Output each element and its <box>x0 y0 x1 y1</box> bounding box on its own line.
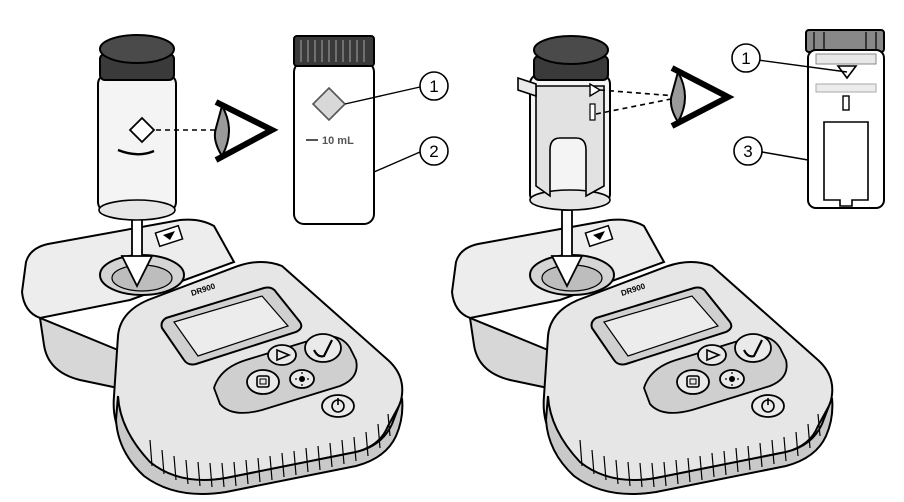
vial-detail: 10 mL <box>293 35 375 225</box>
arrow-icon <box>267 344 297 366</box>
callout-label-r1: 1 <box>741 49 750 68</box>
menu-icon <box>246 369 280 395</box>
power-icon <box>321 394 355 418</box>
adapter-detail <box>805 29 885 209</box>
arrow-icon <box>697 344 727 366</box>
power-icon <box>751 394 785 418</box>
colorimeter-device-right <box>451 218 834 495</box>
callout-leader-1 <box>344 86 421 105</box>
vial-with-adapter <box>517 35 611 211</box>
check-icon <box>734 333 772 363</box>
callout-label-1: 1 <box>429 77 438 96</box>
sample-vial-left <box>97 34 177 221</box>
eye-icon <box>213 99 279 163</box>
insert-arrow-left <box>120 212 154 289</box>
callout-circle-r3 <box>733 136 763 166</box>
callout-circle-r1 <box>731 43 761 73</box>
menu-icon <box>676 369 710 395</box>
callout-label-r3: 3 <box>743 142 752 161</box>
fill-mark-label: 10 mL <box>322 135 354 147</box>
callout-circle-2 <box>419 136 449 166</box>
callout-leader-r1 <box>757 59 848 73</box>
check-icon <box>304 333 342 363</box>
light-icon <box>719 369 745 389</box>
callout-label-2: 2 <box>429 142 438 161</box>
sight-line-right-2 <box>595 97 677 115</box>
callout-leader-2 <box>373 151 421 173</box>
right-panel: DR900 <box>451 29 885 495</box>
eye-icon <box>669 65 735 129</box>
callout-leader-r3 <box>761 151 809 161</box>
colorimeter-device-left <box>21 218 404 495</box>
callout-circle-1 <box>419 71 449 101</box>
sight-line-right-1 <box>599 89 677 97</box>
left-panel: DR900 <box>21 34 449 495</box>
light-icon <box>289 369 315 389</box>
